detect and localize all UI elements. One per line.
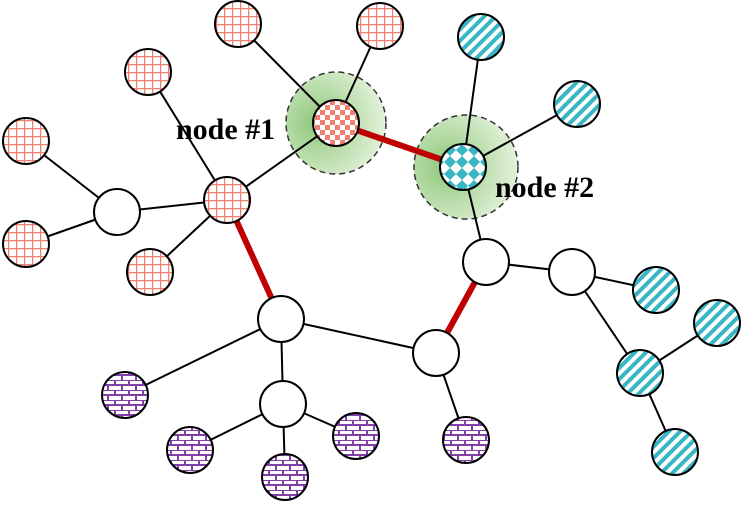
node-g7-grid: [203, 176, 251, 224]
node-s2-stripe: [553, 80, 601, 128]
node-w4-empty: [462, 238, 510, 286]
node-g2-grid: [356, 2, 404, 50]
node-b1-brick: [101, 371, 149, 419]
node-w5-empty: [548, 248, 596, 296]
node-s3-stripe: [632, 266, 680, 314]
node-b2-brick: [166, 426, 214, 474]
node-g6-grid: [126, 248, 174, 296]
node-w3-empty: [412, 329, 460, 377]
node-1-label: node #1: [176, 113, 275, 146]
node-s6-stripe: [651, 428, 699, 476]
node-b3-brick: [332, 412, 380, 460]
node-n2-cross: [439, 143, 487, 191]
node-n1-checker: [312, 99, 360, 147]
node-w1-empty: [93, 188, 141, 236]
node-s4-stripe: [693, 299, 741, 347]
node-g1-grid: [214, 0, 262, 48]
node-w6-empty: [259, 380, 307, 428]
node-2-label: node #2: [495, 171, 594, 204]
node-s1-stripe: [457, 13, 505, 61]
edge-g3-g7: [147, 71, 228, 201]
node-b5-brick: [442, 416, 490, 464]
node-g5-grid: [2, 220, 50, 268]
node-g4-grid: [2, 117, 50, 165]
edge-w2-w3: [280, 318, 437, 354]
node-b4-brick: [261, 453, 309, 501]
node-g3-grid: [124, 48, 172, 96]
edge-w2-b1: [124, 318, 282, 396]
node-s5-stripe: [616, 349, 664, 397]
node-w2-empty: [257, 295, 305, 343]
